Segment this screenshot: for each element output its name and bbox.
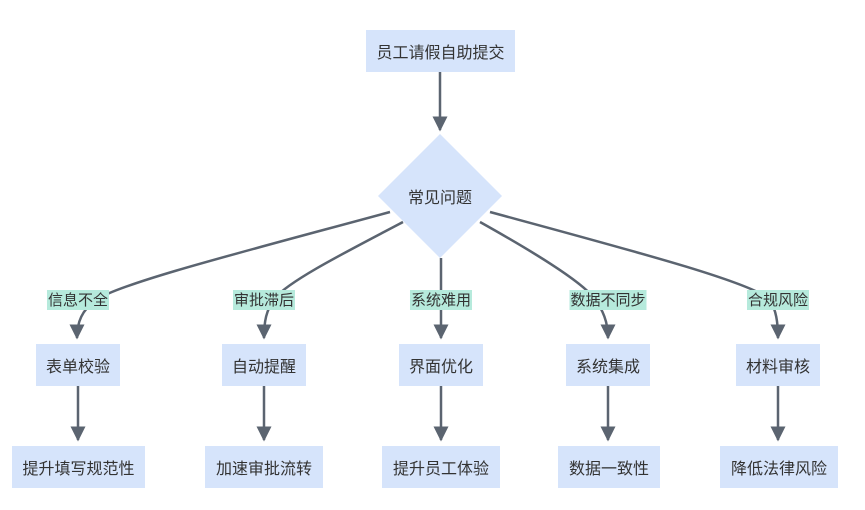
edge-label-2: 系统难用 [409,290,473,310]
start-node: 员工请假自助提交 [366,30,515,72]
decision-label: 常见问题 [407,188,473,207]
result-node-label: 降低法律风险 [730,459,827,478]
edge-label-1: 审批滞后 [232,290,296,310]
edge-label-0: 信息不全 [46,290,110,310]
result-node-0: 提升填写规范性 [12,446,145,488]
edge-label-4: 合规风险 [746,290,810,310]
edge-label-3: 数据不同步 [569,290,647,310]
solution-node-3: 系统集成 [566,344,650,386]
result-node-4: 降低法律风险 [720,446,838,488]
start-node-label: 员工请假自助提交 [376,43,505,62]
solution-node-1: 自动提醒 [222,344,306,386]
solution-node-0: 表单校验 [36,344,120,386]
result-node-label: 数据一致性 [568,459,649,478]
solution-node-4: 材料审核 [736,344,820,386]
solution-node-label: 自动提醒 [231,357,296,376]
result-node-label: 提升员工体验 [392,459,489,478]
solution-node-label: 界面优化 [408,357,473,376]
solution-node-label: 表单校验 [45,357,110,376]
result-node-3: 数据一致性 [558,446,660,488]
result-node-1: 加速审批流转 [205,446,323,488]
edge-decision-sol-0 [69,210,391,340]
solution-node-label: 系统集成 [575,357,640,376]
result-node-label: 加速审批流转 [215,459,312,478]
solution-node-2: 界面优化 [399,344,483,386]
decision-diamond [378,134,502,258]
solution-node-label: 材料审核 [745,357,810,376]
result-node-2: 提升员工体验 [382,446,500,488]
result-node-label: 提升填写规范性 [22,459,135,478]
edge-decision-sol-4 [489,210,786,340]
